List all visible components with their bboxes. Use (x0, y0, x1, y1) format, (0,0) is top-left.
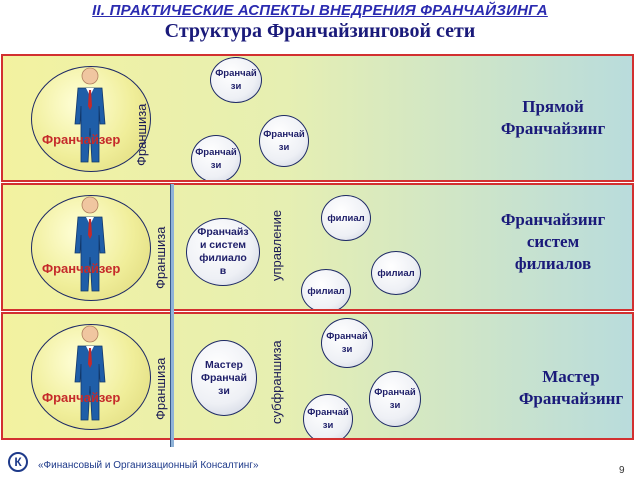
franchisor-label: Франчайзер (42, 132, 121, 147)
branch-node: филиал (301, 269, 351, 309)
person-icon (74, 67, 106, 163)
person-icon (74, 325, 106, 421)
master-franchisee-node: Мастер Франчайзи (191, 340, 257, 416)
vertical-divider (170, 184, 174, 447)
footer-company: «Финансовый и Организационный Консалтинг… (38, 460, 259, 471)
slide-title: Структура Франчайзинговой сети (164, 20, 476, 42)
franchisor-label: Франчайзер (42, 261, 121, 276)
branch-node: филиал (321, 195, 371, 241)
scheme-title: Франчайзинг систем филиалов (473, 209, 632, 275)
person-icon (74, 196, 106, 292)
franchisee-node: Франчайзи (321, 318, 373, 368)
scheme-title: Прямой Франчайзинг (473, 96, 632, 140)
scheme-title-line: филиалов (514, 254, 592, 273)
franchisee-node: Франчайзи (191, 135, 241, 180)
franchisee-node: Франчайзи (303, 394, 353, 438)
section-subtitle: II. ПРАКТИЧЕСКИЕ АСПЕКТЫ ВНЕДРЕНИЯ ФРАНЧ… (92, 2, 548, 19)
franchisee-node: Франчайзи (210, 57, 262, 103)
scheme-title-line: Прямой (522, 97, 584, 116)
scheme-title-line: Франчайзинг (500, 210, 606, 229)
company-logo-icon: К (8, 452, 28, 472)
branch-node: филиал (371, 251, 421, 295)
panel-branch-franchising: Франчайзер Франшиза Франчайзи систем фил… (1, 183, 634, 311)
scheme-title-line: Франчайзинг (518, 389, 624, 408)
scheme-title-line: Франчайзинг (500, 119, 606, 138)
franchisee-node: Франчайзи (259, 115, 309, 167)
page-number: 9 (619, 465, 625, 476)
panel-master-franchising: Франчайзер Франшиза Мастер Франчайзи суб… (1, 312, 634, 440)
scheme-title-line: систем (526, 232, 580, 251)
scheme-title-line: Мастер (542, 367, 600, 386)
franchisor-label: Франчайзер (42, 390, 121, 405)
franchisee-node: Франчайзи (369, 371, 421, 427)
branch-system-franchisee-node: Франчайзи систем филиалов (186, 218, 260, 286)
scheme-title: Мастер Франчайзинг (491, 366, 632, 410)
panel-direct-franchising: Франчайзер Франшиза Франчайзи Франчайзи … (1, 54, 634, 182)
page-header: II. ПРАКТИЧЕСКИЕ АСПЕКТЫ ВНЕДРЕНИЯ ФРАНЧ… (0, 2, 640, 43)
